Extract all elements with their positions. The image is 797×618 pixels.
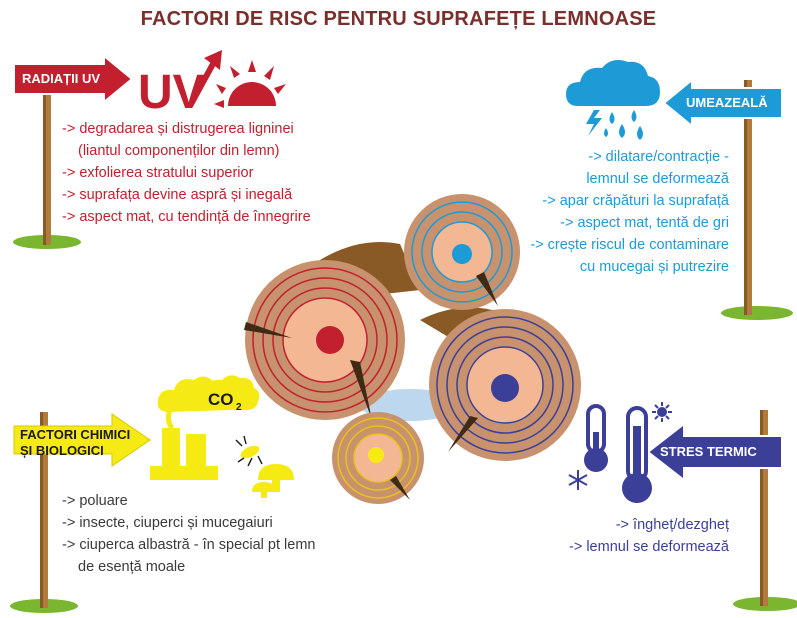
uv-rising-arrow-icon — [187, 60, 217, 108]
signpost-uv — [13, 75, 81, 249]
thermometer-cold-icon — [584, 404, 608, 472]
signpost-thermal — [733, 410, 797, 611]
humidity-item: lemnul se deformează — [586, 171, 729, 187]
humidity-item: -> crește riscul de contaminare — [530, 237, 729, 253]
co2-label: CO — [208, 390, 234, 409]
signpost-humidity — [721, 80, 793, 320]
lightning-icon — [586, 110, 602, 136]
uv-item: -> aspect mat, cu tendință de înnegrire — [62, 209, 311, 225]
uv-item: -> suprafața devine aspră și inegală — [62, 187, 293, 203]
co2-cloud-icon: CO 2 — [196, 375, 260, 413]
uv-effects-list: -> degradarea și distrugerea ligninei (l… — [62, 118, 311, 228]
chemical-sign-label: FACTORI CHIMICI ȘI BIOLOGICI — [20, 427, 130, 459]
thermal-item: -> lemnul se deformează — [569, 539, 729, 555]
chemical-item: de esență moale — [78, 559, 186, 575]
mushroom-icon — [252, 464, 294, 498]
sun-icon — [214, 60, 286, 108]
humidity-sign-label: UMEAZEALĂ — [686, 95, 768, 110]
log-blue — [404, 194, 520, 310]
chemical-sign-line1: FACTORI CHIMICI — [20, 427, 131, 442]
uv-sign-label: RADIAȚII UV — [22, 71, 100, 86]
thermometer-hot-icon — [622, 406, 652, 503]
humidity-item: -> aspect mat, tentă de gri — [560, 215, 729, 231]
humidity-item: -> dilatare/contracție - — [588, 149, 729, 165]
page-title: FACTORI DE RISC PENTRU SUPRAFEȚE LEMNOAS… — [140, 8, 657, 30]
thermal-arrow-sign — [646, 421, 783, 483]
uv-item: -> exfolierea stratului superior — [62, 165, 254, 181]
uv-logo-text: UV — [138, 66, 205, 119]
uv-item: (liantul componenților din lemn) — [78, 143, 280, 159]
co2-subscript: 2 — [236, 402, 242, 413]
uv-arrow-sign — [13, 53, 134, 105]
rain-cloud-icon — [566, 60, 660, 140]
signpost-chemical — [10, 412, 78, 613]
thermal-item: -> îngheț/dezgheț — [615, 517, 729, 533]
log-yellow — [332, 412, 424, 504]
chemical-sign-line2: ȘI BIOLOGICI — [20, 443, 104, 458]
thermal-effects-list: -> îngheț/dezgheț -> lemnul se deformeaz… — [569, 514, 729, 558]
chemical-item: -> poluare — [62, 493, 128, 509]
small-sun-icon — [652, 402, 672, 422]
chemical-effects-list: -> poluare -> insecte, ciuperci și muceg… — [62, 490, 315, 578]
chemical-item: -> ciuperca albastră - în special pt lem… — [62, 537, 316, 553]
thermal-sign-label: STRES TERMIC — [660, 444, 757, 459]
insect-icon — [235, 435, 263, 467]
humidity-arrow-sign — [662, 77, 783, 129]
uv-item: -> degradarea și distrugerea ligninei — [62, 121, 294, 137]
uv-logo: UV — [138, 50, 286, 119]
humidity-item: -> apar crăpături la suprafață — [542, 193, 729, 209]
chemical-arrow-sign — [13, 413, 151, 467]
chemical-item: -> insecte, ciuperci și mucegaiuri — [62, 515, 273, 531]
humidity-item: cu mucegai și putrezire — [579, 259, 729, 275]
log-red — [244, 260, 405, 420]
wood-logs — [244, 194, 581, 504]
snowflake-icon — [568, 470, 588, 490]
log-purple — [429, 309, 581, 461]
humidity-effects-list: -> dilatare/contracție - lemnul se defor… — [530, 146, 729, 278]
